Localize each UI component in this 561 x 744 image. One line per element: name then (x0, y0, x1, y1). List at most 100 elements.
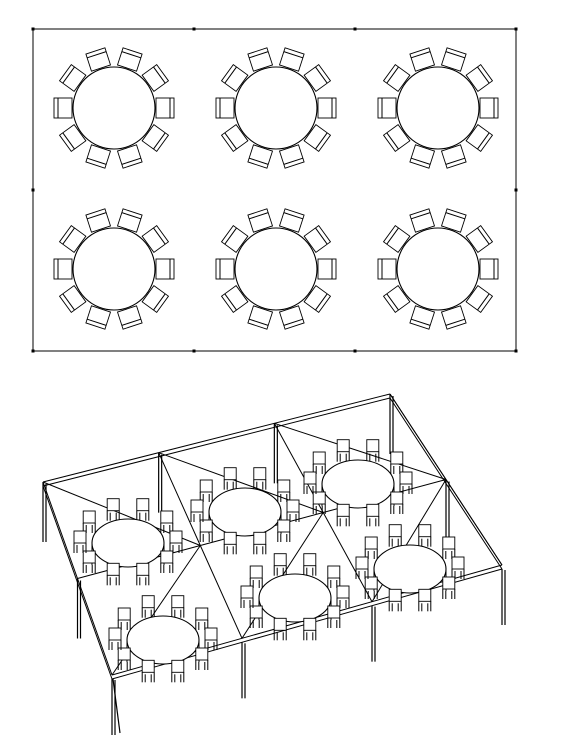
chair-back (336, 439, 350, 453)
chair (364, 536, 378, 559)
chair-seat (220, 63, 249, 93)
chair-seat (303, 123, 332, 153)
chair-back (153, 132, 166, 150)
tent-pole-markers (31, 27, 518, 353)
chair-seat (409, 47, 436, 72)
chair-back (153, 293, 166, 311)
chair (247, 305, 274, 330)
roof-cable (445, 479, 503, 566)
chair-back (336, 503, 350, 517)
plan-table-groups (53, 47, 499, 330)
pole-marker (31, 188, 35, 192)
chair (465, 123, 494, 153)
chair (336, 585, 350, 608)
chair-back (442, 536, 456, 550)
chair-seat (58, 284, 87, 314)
chair (390, 451, 404, 474)
chair-seat (465, 123, 494, 153)
chair-seat (278, 208, 305, 233)
chair-back (136, 498, 150, 512)
tent-post-brace (112, 678, 121, 734)
pole-marker (514, 188, 518, 192)
chair-seat (377, 258, 397, 280)
chair (116, 144, 143, 169)
chair-back (62, 293, 75, 311)
chair (58, 63, 87, 93)
perspective-table-groups (73, 439, 465, 683)
chair (223, 467, 237, 490)
chair-back (283, 318, 304, 326)
chair-seat (465, 63, 494, 93)
chair-back (445, 157, 466, 165)
chair (82, 550, 96, 573)
chair-back (121, 318, 142, 326)
chair-seat (303, 63, 332, 93)
pole-marker (514, 27, 518, 31)
chair-back (364, 576, 378, 590)
chair-back (277, 479, 291, 493)
chair-back (62, 227, 75, 245)
chair (249, 605, 263, 628)
chair-back (117, 607, 131, 621)
chair-back (418, 588, 432, 602)
chair-seat (247, 144, 274, 169)
chair-back (223, 467, 237, 481)
chair-seat (116, 144, 143, 169)
chair (136, 562, 150, 586)
chair-back (106, 498, 120, 512)
roof-edge-lower (42, 397, 391, 487)
chair (117, 607, 131, 630)
chair-seat (247, 47, 274, 72)
chair (155, 97, 175, 119)
chair-back (303, 553, 317, 567)
chair-seat (155, 258, 175, 280)
chair (160, 550, 174, 573)
chair (303, 553, 317, 576)
chair-seat (382, 224, 411, 254)
round-table (234, 66, 318, 150)
chair-back (386, 227, 399, 245)
chair-seat (116, 208, 143, 233)
chair-back (153, 66, 166, 84)
chair-back (445, 51, 466, 59)
chair-back (315, 227, 328, 245)
tent-floor-plan (31, 27, 518, 353)
chair (303, 123, 332, 153)
chair (366, 439, 380, 462)
round-table (373, 544, 447, 594)
chair (317, 97, 337, 119)
chair (136, 498, 150, 521)
chair-back (223, 531, 237, 545)
chair (303, 284, 332, 314)
chair-seat (247, 305, 274, 330)
chair (366, 503, 380, 527)
chair-back (121, 157, 142, 165)
chair (195, 607, 209, 630)
chair-back (224, 66, 237, 84)
chair-back (303, 471, 317, 485)
round-table (396, 227, 480, 311)
chair (85, 208, 112, 233)
perspective-table-group (240, 553, 350, 641)
chair (303, 63, 332, 93)
chair-back (240, 585, 254, 599)
chair-back (388, 524, 402, 538)
chair (273, 553, 287, 576)
pole-marker (353, 27, 357, 31)
chair (303, 617, 317, 641)
chair-seat (141, 284, 170, 314)
chair (253, 531, 267, 555)
chair-back (386, 132, 399, 150)
chair (249, 565, 263, 588)
chair (377, 258, 397, 280)
chair-back (195, 607, 209, 621)
chair (382, 224, 411, 254)
chair (388, 588, 402, 612)
chair (418, 588, 432, 612)
chair-seat (409, 305, 436, 330)
chair-back (86, 318, 107, 326)
chair-back (108, 627, 122, 641)
chair-back (171, 595, 185, 609)
chair (240, 585, 254, 608)
